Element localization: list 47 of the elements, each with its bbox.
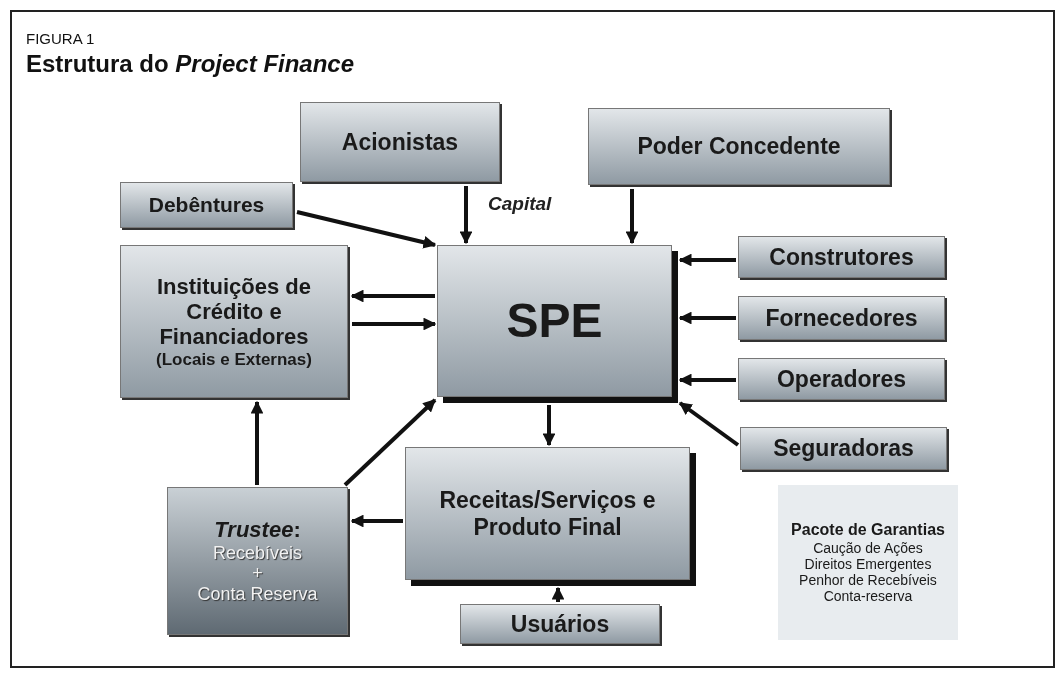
box-text: Acionistas	[341, 128, 459, 156]
box-text: Recebíveis	[212, 542, 302, 564]
process-box	[460, 604, 660, 644]
process-box	[588, 108, 890, 185]
arrow	[343, 398, 437, 487]
arrow	[678, 401, 740, 447]
arrow	[250, 400, 264, 485]
arrow	[352, 317, 437, 331]
box-text: Receitas/Serviços e Produto Final	[438, 487, 657, 540]
box-text: Poder Concedente	[637, 133, 841, 160]
process-box	[738, 358, 945, 400]
box-text: (Locais e Externas)	[156, 349, 312, 370]
box-text: Direitos Emergentes	[804, 555, 932, 572]
arrow	[296, 210, 437, 249]
box-text: Construtores	[769, 243, 914, 271]
box-text: SPE	[506, 293, 603, 349]
box-text: Conta Reserva	[197, 584, 318, 605]
box-text: Instituições de Crédito e Financiadores	[155, 273, 312, 350]
box-text: Penhor de Recebíveis	[799, 571, 937, 588]
arrow	[459, 186, 473, 245]
process-box	[738, 236, 945, 278]
process-box	[300, 102, 500, 182]
box-text: Debêntures	[148, 192, 265, 218]
arrow	[678, 373, 736, 387]
box-text: Pacote de Garantias	[791, 521, 945, 540]
arrow	[678, 311, 736, 325]
figure-number: FIGURA 1	[26, 30, 95, 47]
arrow	[542, 405, 556, 447]
process-box	[740, 427, 947, 470]
box-text: Usuários	[510, 610, 610, 638]
box-text: Fornecedores	[765, 304, 918, 332]
process-box	[120, 182, 293, 228]
arrow	[625, 189, 639, 245]
arrow	[678, 253, 736, 267]
process-box	[738, 296, 945, 340]
diagram-title: Estrutura do Project Finance	[26, 50, 355, 78]
box-text: Caução de Ações	[813, 539, 923, 556]
box-text: Seguradoras	[773, 435, 914, 462]
arrow	[551, 586, 565, 602]
process-box	[167, 487, 348, 635]
arrow	[350, 289, 435, 303]
box-text: +	[252, 563, 263, 584]
box-text: Trustee:	[214, 517, 301, 543]
box-text: Operadores	[776, 365, 907, 393]
box-text: Conta-reserva	[823, 587, 913, 604]
process-box	[120, 245, 348, 398]
arrow	[350, 514, 403, 528]
